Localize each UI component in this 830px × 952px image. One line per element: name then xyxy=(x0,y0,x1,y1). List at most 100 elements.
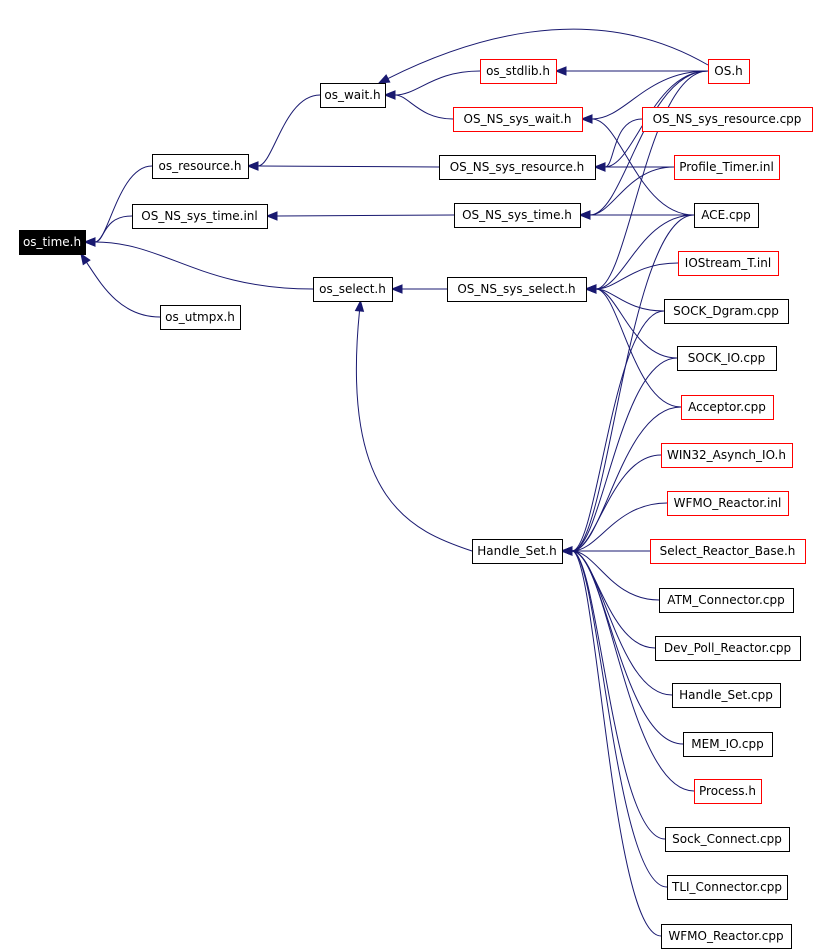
arrowhead-icon xyxy=(354,299,365,312)
arrowhead-icon xyxy=(246,161,259,171)
node-iostream-t-inl[interactable]: IOStream_T.inl xyxy=(678,251,779,276)
node-box xyxy=(454,203,581,228)
node-select-reactor-base-h[interactable]: Select_Reactor_Base.h xyxy=(650,539,806,564)
node-label: os_time.h xyxy=(23,235,81,249)
node-box xyxy=(672,683,781,708)
node-box xyxy=(678,251,779,276)
edge-os_ns_sys_wait_h-to-os_wait_h xyxy=(383,90,454,120)
node-os-utmpx-h[interactable]: os_utmpx.h xyxy=(160,305,241,330)
node-dev-poll-reactor-cpp[interactable]: Dev_Poll_Reactor.cpp xyxy=(655,636,801,661)
node-os-resource-h[interactable]: os_resource.h xyxy=(152,154,249,179)
node-tli-connector-cpp[interactable]: TLI_Connector.cpp xyxy=(667,875,788,900)
edge-line xyxy=(595,288,678,359)
node-label: OS_NS_sys_resource.cpp xyxy=(653,112,802,126)
edge-line xyxy=(571,550,662,937)
node-label: OS_NS_sys_time.h xyxy=(462,208,572,222)
node-box xyxy=(708,59,750,84)
edge-process_h-to-handle_set_h xyxy=(560,546,695,792)
edge-acceptor_cpp-to-handle_set_h xyxy=(560,406,682,556)
node-box xyxy=(472,539,563,564)
node-wfmo-reactor-cpp[interactable]: WFMO_Reactor.cpp xyxy=(661,924,792,949)
edge-profile_timer_inl-to-os_ns_sys_resource_h xyxy=(593,162,674,172)
edge-os_stdlib_h-to-os_wait_h xyxy=(383,70,481,100)
node-label: MEM_IO.cpp xyxy=(691,737,763,751)
arrowhead-icon xyxy=(83,237,96,247)
edge-line xyxy=(595,262,679,290)
edge-line xyxy=(591,118,695,216)
edge-line xyxy=(595,288,682,408)
node-label: ATM_Connector.cpp xyxy=(667,593,784,607)
node-os-ns-sys-resource-h[interactable]: OS_NS_sys_resource.h xyxy=(439,155,596,180)
node-label: Profile_Timer.inl xyxy=(679,160,774,174)
edge-ace_cpp-to-os_ns_sys_wait_h xyxy=(580,114,695,216)
node-acceptor-cpp[interactable]: Acceptor.cpp xyxy=(681,395,774,420)
node-box xyxy=(667,875,788,900)
node-label: SOCK_Dgram.cpp xyxy=(673,304,779,318)
edge-line xyxy=(86,262,161,318)
edge-os_h-to-os_ns_sys_time_h xyxy=(578,70,709,220)
node-box xyxy=(453,107,583,132)
node-label: OS_NS_sys_select.h xyxy=(457,282,575,296)
edge-os_utmpx_h-to-os_time_h xyxy=(80,252,161,318)
node-os-stdlib-h[interactable]: os_stdlib.h xyxy=(480,59,557,84)
node-os-select-h[interactable]: os_select.h xyxy=(313,277,393,302)
node-box xyxy=(661,924,792,949)
node-handle-set-h[interactable]: Handle_Set.h xyxy=(472,539,563,564)
node-box xyxy=(655,636,801,661)
node-box xyxy=(677,346,777,371)
node-box xyxy=(683,732,773,757)
node-label: Handle_Set.h xyxy=(477,544,556,558)
edge-line xyxy=(571,502,668,552)
edge-os_ns_sys_select_h-to-os_select_h xyxy=(390,284,447,294)
node-box xyxy=(160,305,241,330)
node-os-wait-h[interactable]: os_wait.h xyxy=(320,83,386,108)
node-sock-connect-cpp[interactable]: Sock_Connect.cpp xyxy=(665,827,790,852)
node-process-h[interactable]: Process.h xyxy=(694,779,762,804)
node-os-ns-sys-time-h[interactable]: OS_NS_sys_time.h xyxy=(454,203,581,228)
node-label: OS_NS_sys_time.inl xyxy=(141,209,257,223)
node-box xyxy=(19,230,86,255)
node-sock-io-cpp[interactable]: SOCK_IO.cpp xyxy=(677,346,777,371)
edge-wfmo_reactor_cpp-to-handle_set_h xyxy=(560,546,662,937)
node-box xyxy=(694,203,759,228)
node-os-ns-sys-select-h[interactable]: OS_NS_sys_select.h xyxy=(447,277,587,302)
arrowhead-icon xyxy=(584,284,597,294)
arrowhead-icon xyxy=(80,252,91,266)
arrowhead-icon xyxy=(377,74,391,84)
arrowhead-icon xyxy=(390,284,403,294)
edge-os_ns_sys_time_h-to-os_ns_sys_time_inl xyxy=(265,211,455,221)
node-win32-asynch-io-h[interactable]: WIN32_Asynch_IO.h xyxy=(661,443,793,468)
edge-line xyxy=(571,406,682,552)
node-profile-timer-inl[interactable]: Profile_Timer.inl xyxy=(674,155,780,180)
node-atm-connector-cpp[interactable]: ATM_Connector.cpp xyxy=(659,588,794,613)
arrowhead-icon xyxy=(554,66,567,76)
edge-ace_cpp-to-os_ns_sys_select_h xyxy=(584,214,695,294)
node-label: Dev_Poll_Reactor.cpp xyxy=(664,641,791,655)
edge-line xyxy=(571,357,678,552)
node-handle-set-cpp[interactable]: Handle_Set.cpp xyxy=(672,683,781,708)
node-wfmo-reactor-inl[interactable]: WFMO_Reactor.inl xyxy=(667,491,789,516)
node-label: OS_NS_sys_resource.h xyxy=(450,160,585,174)
node-label: OS.h xyxy=(714,64,742,78)
node-os-h[interactable]: OS.h xyxy=(708,59,750,84)
edge-line xyxy=(589,166,675,216)
edge-line xyxy=(257,165,440,168)
edge-line xyxy=(355,310,473,552)
node-box xyxy=(659,588,794,613)
node-os-ns-sys-resource-cpp[interactable]: OS_NS_sys_resource.cpp xyxy=(642,107,813,132)
edge-line xyxy=(591,70,709,120)
node-os-time-h: os_time.h xyxy=(19,230,86,255)
node-label: IOStream_T.inl xyxy=(685,256,771,270)
node-os-ns-sys-time-inl[interactable]: OS_NS_sys_time.inl xyxy=(132,204,268,229)
arrowhead-icon xyxy=(580,114,593,124)
edge-os_wait_h-to-os_resource_h xyxy=(246,94,321,171)
node-box xyxy=(650,539,806,564)
node-box xyxy=(480,59,557,84)
node-os-ns-sys-wait-h[interactable]: OS_NS_sys_wait.h xyxy=(453,107,583,132)
node-ace-cpp[interactable]: ACE.cpp xyxy=(694,203,759,228)
edge-line xyxy=(571,454,662,552)
edge-line xyxy=(571,550,668,888)
node-label: OS_NS_sys_wait.h xyxy=(464,112,572,126)
node-mem-io-cpp[interactable]: MEM_IO.cpp xyxy=(683,732,773,757)
node-sock-dgram-cpp[interactable]: SOCK_Dgram.cpp xyxy=(664,299,789,324)
